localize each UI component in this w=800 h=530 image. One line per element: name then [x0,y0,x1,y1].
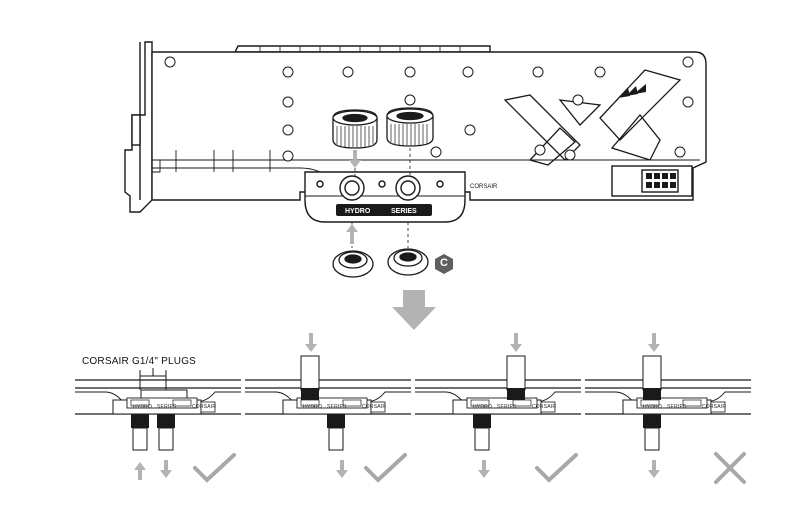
panel-4-hydro-text: HYDRO [643,404,663,410]
screw-icons [164,56,694,162]
plugs-bracket [139,368,167,390]
panel-1-series-text: SERIES [157,404,177,410]
block-series-text: SERIES [391,208,417,215]
panel-3-hydro-text: HYDRO [473,404,493,410]
panel-4-series-text: SERIES [667,404,687,410]
step-panel-1 [74,370,242,451]
plug-left [332,250,374,278]
panel-2-hydro-text: HYDRO [303,404,323,410]
check-icon [364,453,407,483]
insert-arrow-icons [346,150,361,244]
check-icon [535,453,578,483]
step-panel-3 [414,355,582,451]
plugs-label: CORSAIR G1/4" PLUGS [82,356,197,367]
fitting-right [386,107,434,147]
block-brand-text: CORSAIR [470,184,498,190]
big-down-arrow-icon [392,290,436,330]
panel-4-brand-text: CORSAIR [702,404,727,410]
panel-1-hydro-text: HYDRO [133,404,153,410]
panel-3-series-text: SERIES [497,404,517,410]
corsair-logo [618,84,646,98]
panel-2-brand-text: CORSAIR [362,404,387,410]
panel-3-brand-text: CORSAIR [532,404,557,410]
panel-1-brand-text: CORSAIR [192,404,217,410]
plug-right [387,248,429,276]
cross-icon [714,452,746,484]
fitting-left [332,109,378,149]
panel-2-series-text: SERIES [327,404,347,410]
check-icon [193,453,236,483]
water-block [304,171,466,223]
step-badge-letter: C [440,257,448,269]
step-panel-4 [584,355,752,451]
block-hydro-text: HYDRO [345,208,371,215]
step-panel-2 [244,355,412,451]
step-badge-hexagon [435,254,453,274]
flow-arrow-icons [134,333,660,480]
step-badge: C [434,254,454,274]
